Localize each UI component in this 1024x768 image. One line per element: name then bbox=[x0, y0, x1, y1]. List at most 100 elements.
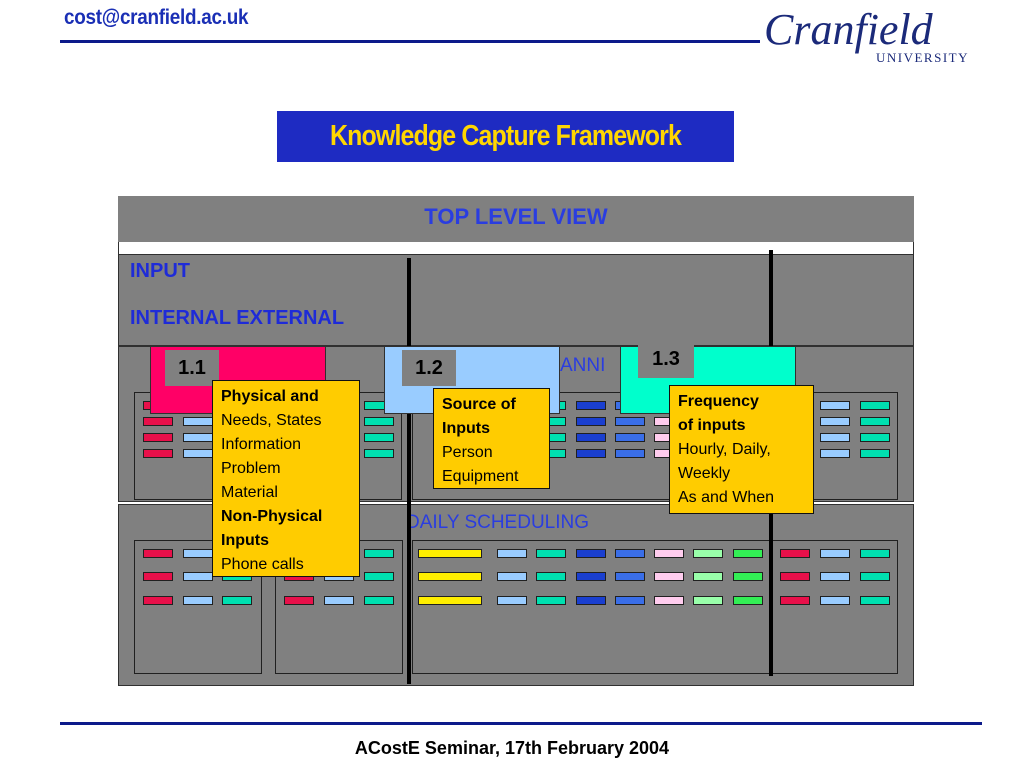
callout-3-line-3: As and When bbox=[678, 489, 775, 506]
input-panel bbox=[118, 254, 914, 346]
activity-bar bbox=[820, 549, 850, 558]
callout-3-head-1: Frequency bbox=[678, 393, 759, 410]
callout-1-head-3: Inputs bbox=[221, 532, 269, 549]
callout-1-line-2: Information bbox=[221, 436, 302, 453]
callout-source-of-inputs: Source of Inputs Person Equipment bbox=[433, 388, 550, 489]
activity-bar bbox=[183, 572, 213, 581]
step-1-2-number: 1.2 bbox=[402, 350, 456, 386]
callout-1-head-1: Physical and bbox=[221, 388, 319, 405]
callout-1-line-3: Problem bbox=[221, 460, 281, 477]
callout-1-line-1: Needs, States bbox=[221, 412, 322, 429]
activity-bar bbox=[576, 401, 606, 410]
scheduling-label: DAILY SCHEDULING bbox=[406, 512, 590, 533]
activity-bar bbox=[418, 572, 482, 581]
scheduling-box-4 bbox=[772, 540, 898, 674]
activity-bar bbox=[615, 572, 645, 581]
activity-bar bbox=[820, 572, 850, 581]
activity-bar bbox=[820, 401, 850, 410]
activity-bar bbox=[820, 449, 850, 458]
slide-title: Knowledge Capture Framework bbox=[330, 120, 682, 152]
callout-1-line-4: Material bbox=[221, 484, 278, 501]
activity-bar bbox=[364, 417, 394, 426]
top-level-view-bar bbox=[118, 196, 914, 242]
activity-bar bbox=[364, 549, 394, 558]
internal-external-label: INTERNAL EXTERNAL bbox=[130, 307, 345, 329]
activity-bar bbox=[576, 572, 606, 581]
footer-text: ACostE Seminar, 17th February 2004 bbox=[354, 738, 670, 758]
activity-bar bbox=[183, 433, 213, 442]
activity-bar bbox=[222, 596, 252, 605]
activity-bar bbox=[536, 572, 566, 581]
activity-bar bbox=[693, 549, 723, 558]
activity-bar bbox=[733, 549, 763, 558]
callout-3-head-2: of inputs bbox=[678, 417, 746, 434]
activity-bar bbox=[576, 549, 606, 558]
activity-bar bbox=[143, 417, 173, 426]
activity-bar bbox=[615, 417, 645, 426]
activity-bar bbox=[497, 572, 527, 581]
activity-bar bbox=[576, 433, 606, 442]
activity-bar bbox=[364, 596, 394, 605]
activity-bar bbox=[860, 401, 890, 410]
activity-bar bbox=[860, 433, 890, 442]
activity-bar bbox=[693, 572, 723, 581]
activity-bar bbox=[615, 433, 645, 442]
activity-bar bbox=[733, 572, 763, 581]
activity-bar bbox=[576, 596, 606, 605]
activity-bar bbox=[364, 433, 394, 442]
activity-bar bbox=[497, 549, 527, 558]
activity-bar bbox=[860, 449, 890, 458]
activity-bar bbox=[183, 449, 213, 458]
top-level-view-label: TOP LEVEL VIEW bbox=[424, 204, 608, 229]
activity-bar bbox=[536, 549, 566, 558]
title-box bbox=[277, 111, 734, 162]
activity-bar bbox=[820, 596, 850, 605]
callout-1-line-5: Phone calls bbox=[221, 556, 304, 573]
activity-bar bbox=[183, 417, 213, 426]
activity-bar bbox=[654, 549, 684, 558]
activity-bar bbox=[143, 449, 173, 458]
footer-rule bbox=[60, 722, 982, 725]
activity-bar bbox=[418, 596, 482, 605]
activity-bar bbox=[324, 596, 354, 605]
activity-bar bbox=[654, 596, 684, 605]
contact-email[interactable]: cost@cranfield.ac.uk bbox=[64, 6, 249, 29]
activity-bar bbox=[654, 572, 684, 581]
activity-bar bbox=[284, 596, 314, 605]
input-label: INPUT bbox=[130, 260, 190, 282]
divider-left bbox=[407, 258, 411, 684]
activity-bar bbox=[820, 417, 850, 426]
activity-bar bbox=[780, 596, 810, 605]
activity-bar bbox=[820, 433, 850, 442]
activity-bar bbox=[860, 572, 890, 581]
activity-bar bbox=[693, 596, 723, 605]
step-1-1-number: 1.1 bbox=[165, 350, 219, 386]
activity-bar bbox=[143, 572, 173, 581]
activity-bar bbox=[733, 596, 763, 605]
activity-bar bbox=[536, 596, 566, 605]
callout-2-head-1: Source of bbox=[442, 396, 516, 413]
activity-bar bbox=[860, 549, 890, 558]
activity-bar bbox=[143, 596, 173, 605]
step-1-3-number: 1.3 bbox=[638, 340, 694, 378]
activity-bar bbox=[143, 433, 173, 442]
planning-label: ANNI bbox=[560, 355, 606, 376]
university-logo-subtitle: UNIVERSITY bbox=[876, 50, 969, 65]
activity-bar bbox=[780, 549, 810, 558]
separator-strip bbox=[118, 242, 914, 254]
callout-2-line-1: Person bbox=[442, 444, 493, 461]
activity-bar bbox=[497, 596, 527, 605]
activity-bar bbox=[576, 449, 606, 458]
activity-bar bbox=[183, 596, 213, 605]
activity-bar bbox=[576, 417, 606, 426]
activity-bar bbox=[143, 549, 173, 558]
callout-3-line-2: Weekly bbox=[678, 465, 731, 482]
activity-bar bbox=[615, 596, 645, 605]
activity-bar bbox=[418, 549, 482, 558]
callout-2-head-2: Inputs bbox=[442, 420, 490, 437]
callout-frequency-of-inputs: Frequency of inputs Hourly, Daily, Weekl… bbox=[669, 385, 814, 514]
activity-bar bbox=[780, 572, 810, 581]
activity-bar bbox=[615, 549, 645, 558]
university-logo: Cranfield bbox=[764, 5, 933, 54]
activity-bar bbox=[183, 549, 213, 558]
